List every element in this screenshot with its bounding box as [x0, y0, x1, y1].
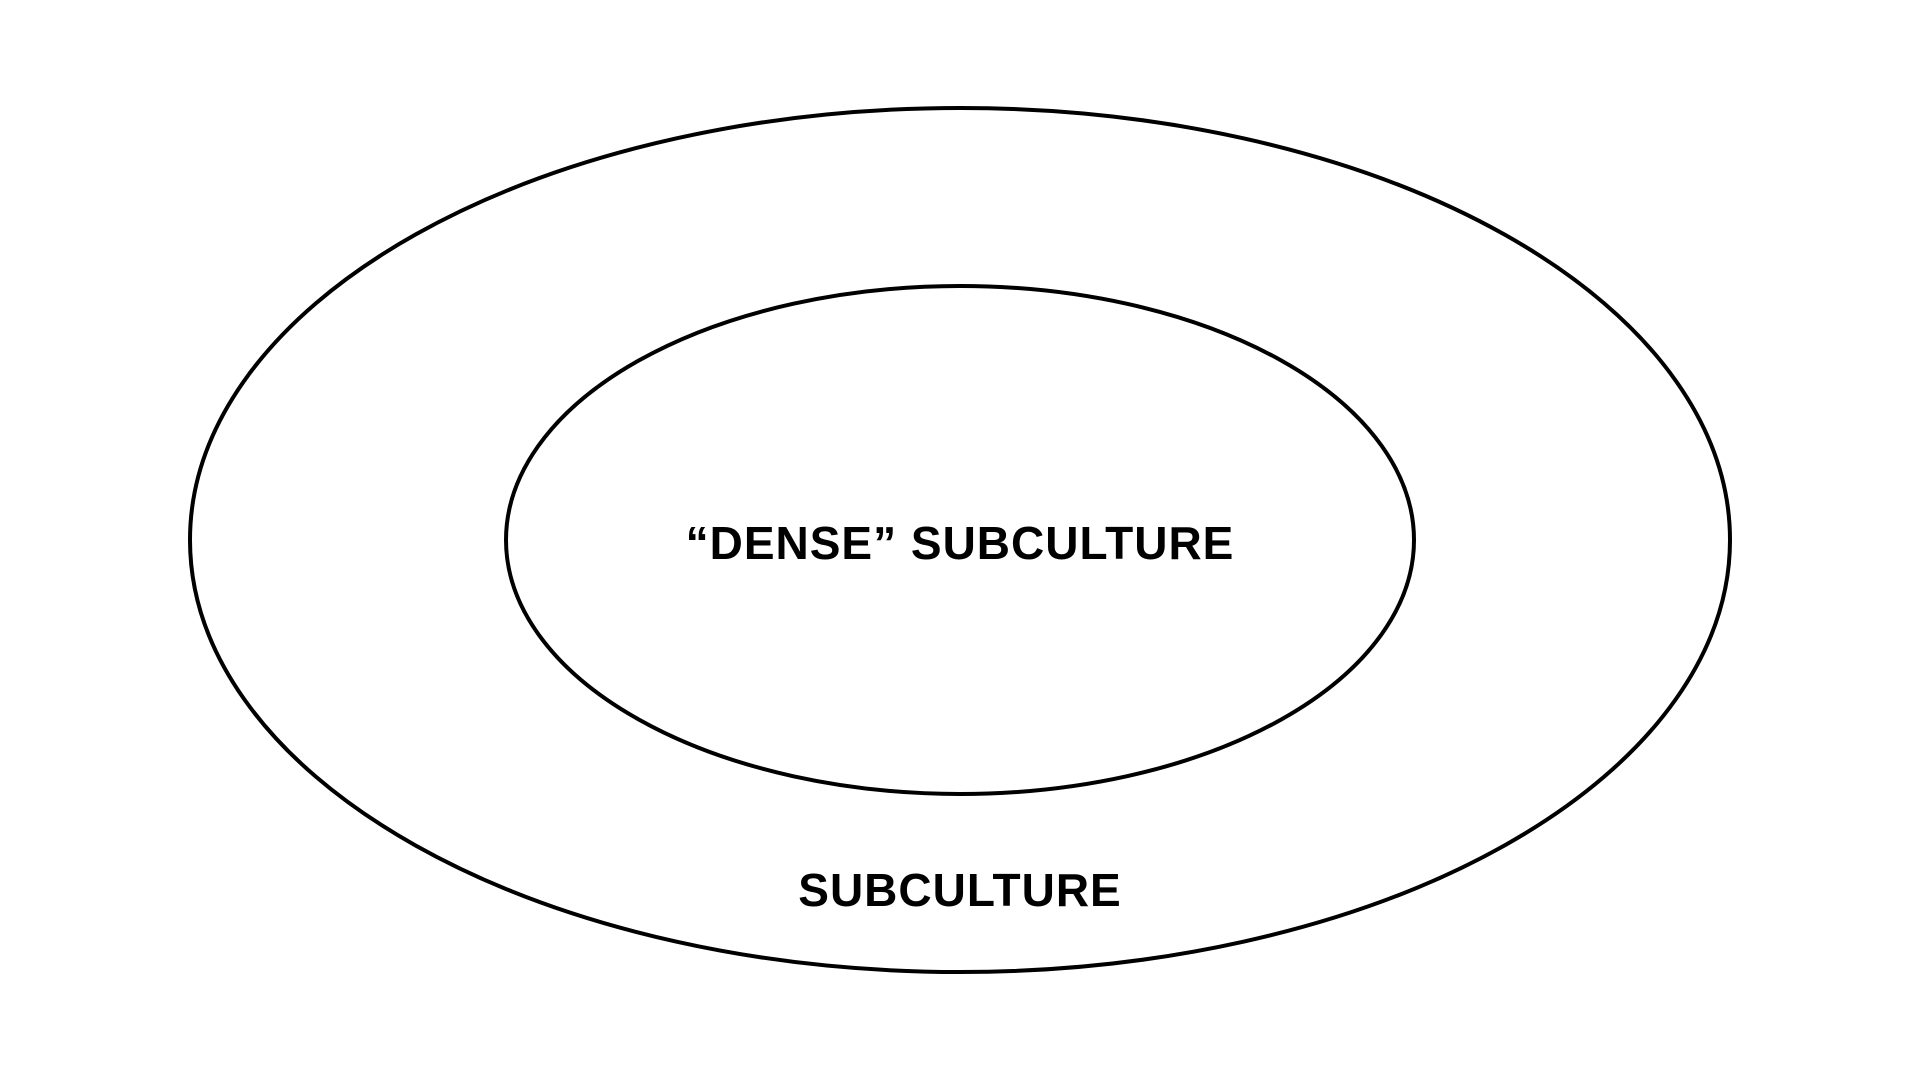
outer-ellipse-label: SUBCULTURE [798, 864, 1121, 916]
outer-ellipse [188, 106, 1732, 974]
inner-ellipse-label: “DENSE” SUBCULTURE [686, 517, 1235, 569]
inner-ellipse [504, 284, 1416, 796]
